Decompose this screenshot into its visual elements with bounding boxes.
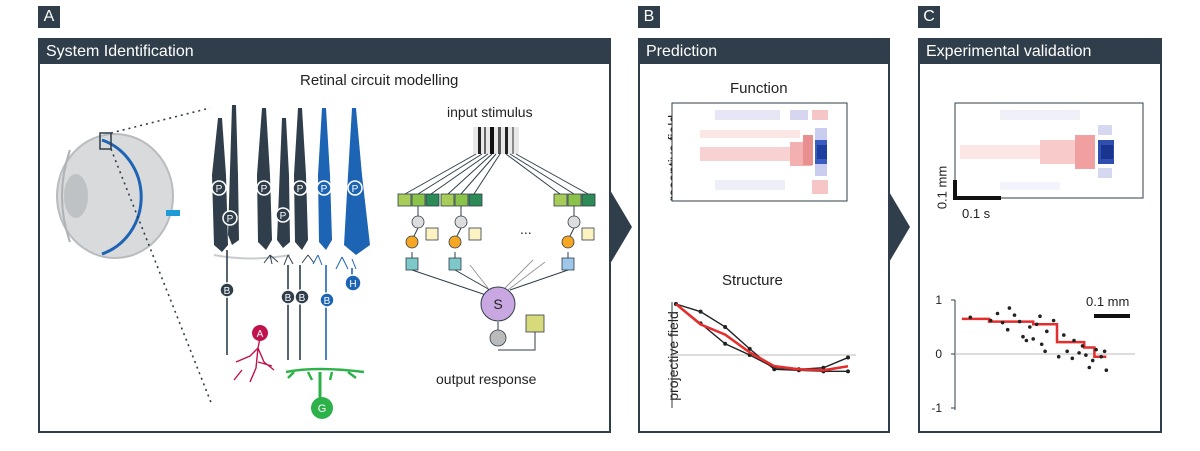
sum-label: S bbox=[493, 296, 502, 312]
scatter-point bbox=[1017, 319, 1022, 324]
panel-b-header: Prediction bbox=[640, 40, 888, 64]
retinal-circuit-title: Retinal circuit modelling bbox=[300, 72, 459, 89]
panel-letter-c: C bbox=[918, 6, 940, 28]
scatter-point bbox=[1038, 314, 1042, 319]
scatter-point bbox=[1056, 354, 1061, 359]
eye-icon bbox=[56, 107, 213, 406]
scatter-point bbox=[968, 315, 973, 320]
measured-heatmap bbox=[954, 102, 1144, 199]
scatter-point bbox=[1080, 344, 1085, 348]
input-stimulus-bars bbox=[473, 127, 519, 154]
p-label-5: P bbox=[297, 184, 304, 195]
filter-boxes bbox=[397, 193, 596, 271]
p-label-3: P bbox=[261, 184, 268, 195]
b-label-1: B bbox=[224, 286, 231, 297]
b-label-4: B bbox=[324, 296, 331, 307]
scatter-point bbox=[1039, 342, 1044, 347]
scatter-point bbox=[1065, 349, 1069, 354]
structure-point bbox=[846, 369, 850, 374]
scale-mm-label: 0.1 mm bbox=[1086, 294, 1130, 309]
structure-point bbox=[698, 309, 703, 314]
scale-bar bbox=[953, 180, 1130, 318]
panel-a-header: System Identification bbox=[40, 40, 609, 64]
ellipsis-label: ... bbox=[520, 221, 532, 237]
scatter-point bbox=[1094, 347, 1098, 352]
panel-c-header: Experimental validation bbox=[920, 40, 1160, 64]
structure-point bbox=[772, 367, 777, 372]
scatter-point bbox=[1077, 351, 1081, 355]
scatter-point bbox=[988, 318, 993, 323]
scatter-point bbox=[1043, 349, 1047, 354]
amacrine-cell: A bbox=[233, 325, 275, 383]
structure-title: Structure bbox=[722, 272, 783, 289]
structure-point bbox=[846, 355, 850, 360]
g-label: G bbox=[318, 403, 327, 415]
scatter-point bbox=[1051, 318, 1056, 323]
arrow-b-to-c-icon bbox=[888, 190, 910, 264]
output-response-label: output response bbox=[436, 371, 537, 387]
structure-point bbox=[821, 365, 826, 370]
scatter-point bbox=[1090, 358, 1095, 363]
ytick-0: 0 bbox=[935, 347, 942, 361]
scatter-point bbox=[1104, 368, 1109, 373]
scatter-point bbox=[1007, 306, 1012, 310]
a-label: A bbox=[257, 329, 264, 340]
scatter-point bbox=[1024, 338, 1029, 343]
ytick-1: 1 bbox=[935, 293, 942, 307]
scatter-point bbox=[1028, 325, 1032, 329]
panel-letter-b: B bbox=[638, 6, 660, 28]
scatter-point bbox=[1031, 337, 1035, 341]
ganglion-cell: G bbox=[285, 367, 365, 419]
structure-point bbox=[723, 341, 728, 346]
ytick-neg1: -1 bbox=[931, 401, 942, 415]
scatter-point bbox=[1021, 334, 1025, 339]
scatter-point bbox=[1099, 354, 1103, 359]
scatter-point bbox=[1045, 329, 1049, 334]
panel-letter-a: A bbox=[38, 6, 60, 28]
input-stimulus-label: input stimulus bbox=[447, 104, 533, 120]
scatter-point bbox=[995, 311, 1000, 316]
sum-node: S bbox=[480, 286, 545, 347]
scatter-point bbox=[1062, 333, 1066, 337]
b-label-2: B bbox=[285, 293, 292, 304]
p-label-7: P bbox=[352, 184, 359, 195]
b-label-3: B bbox=[299, 293, 306, 304]
p-label-1: P bbox=[216, 184, 223, 195]
scatter-point bbox=[1084, 353, 1088, 357]
step-fit-line bbox=[961, 317, 1107, 358]
bipolar-cells: B B B B H bbox=[219, 250, 362, 360]
scatter-point bbox=[1087, 365, 1092, 370]
scale-horizontal-label: 0.1 s bbox=[962, 206, 991, 221]
structure-point bbox=[747, 346, 752, 351]
scatter-point bbox=[1102, 349, 1107, 354]
p-label-2: P bbox=[227, 214, 234, 225]
structure-chart bbox=[671, 302, 856, 408]
scatter-point bbox=[1034, 322, 1039, 327]
validation-chart: 1 0 -1 bbox=[931, 293, 1135, 415]
arrow-a-to-b-icon bbox=[610, 190, 632, 264]
scatter-point bbox=[1000, 320, 1005, 325]
scatter-point bbox=[1005, 327, 1010, 332]
p-label-6: P bbox=[321, 184, 328, 195]
p-label-4: P bbox=[280, 211, 287, 222]
function-title: Function bbox=[730, 80, 788, 97]
structure-series-3 bbox=[675, 302, 849, 372]
scatter-point bbox=[1070, 356, 1075, 361]
structure-point bbox=[723, 324, 728, 329]
scatter-point bbox=[1012, 313, 1017, 317]
photoreceptor-badges: P P P P P P P bbox=[211, 180, 363, 226]
h-label: H bbox=[349, 279, 356, 290]
scatter-point bbox=[1072, 338, 1076, 343]
function-heatmap bbox=[671, 102, 848, 202]
